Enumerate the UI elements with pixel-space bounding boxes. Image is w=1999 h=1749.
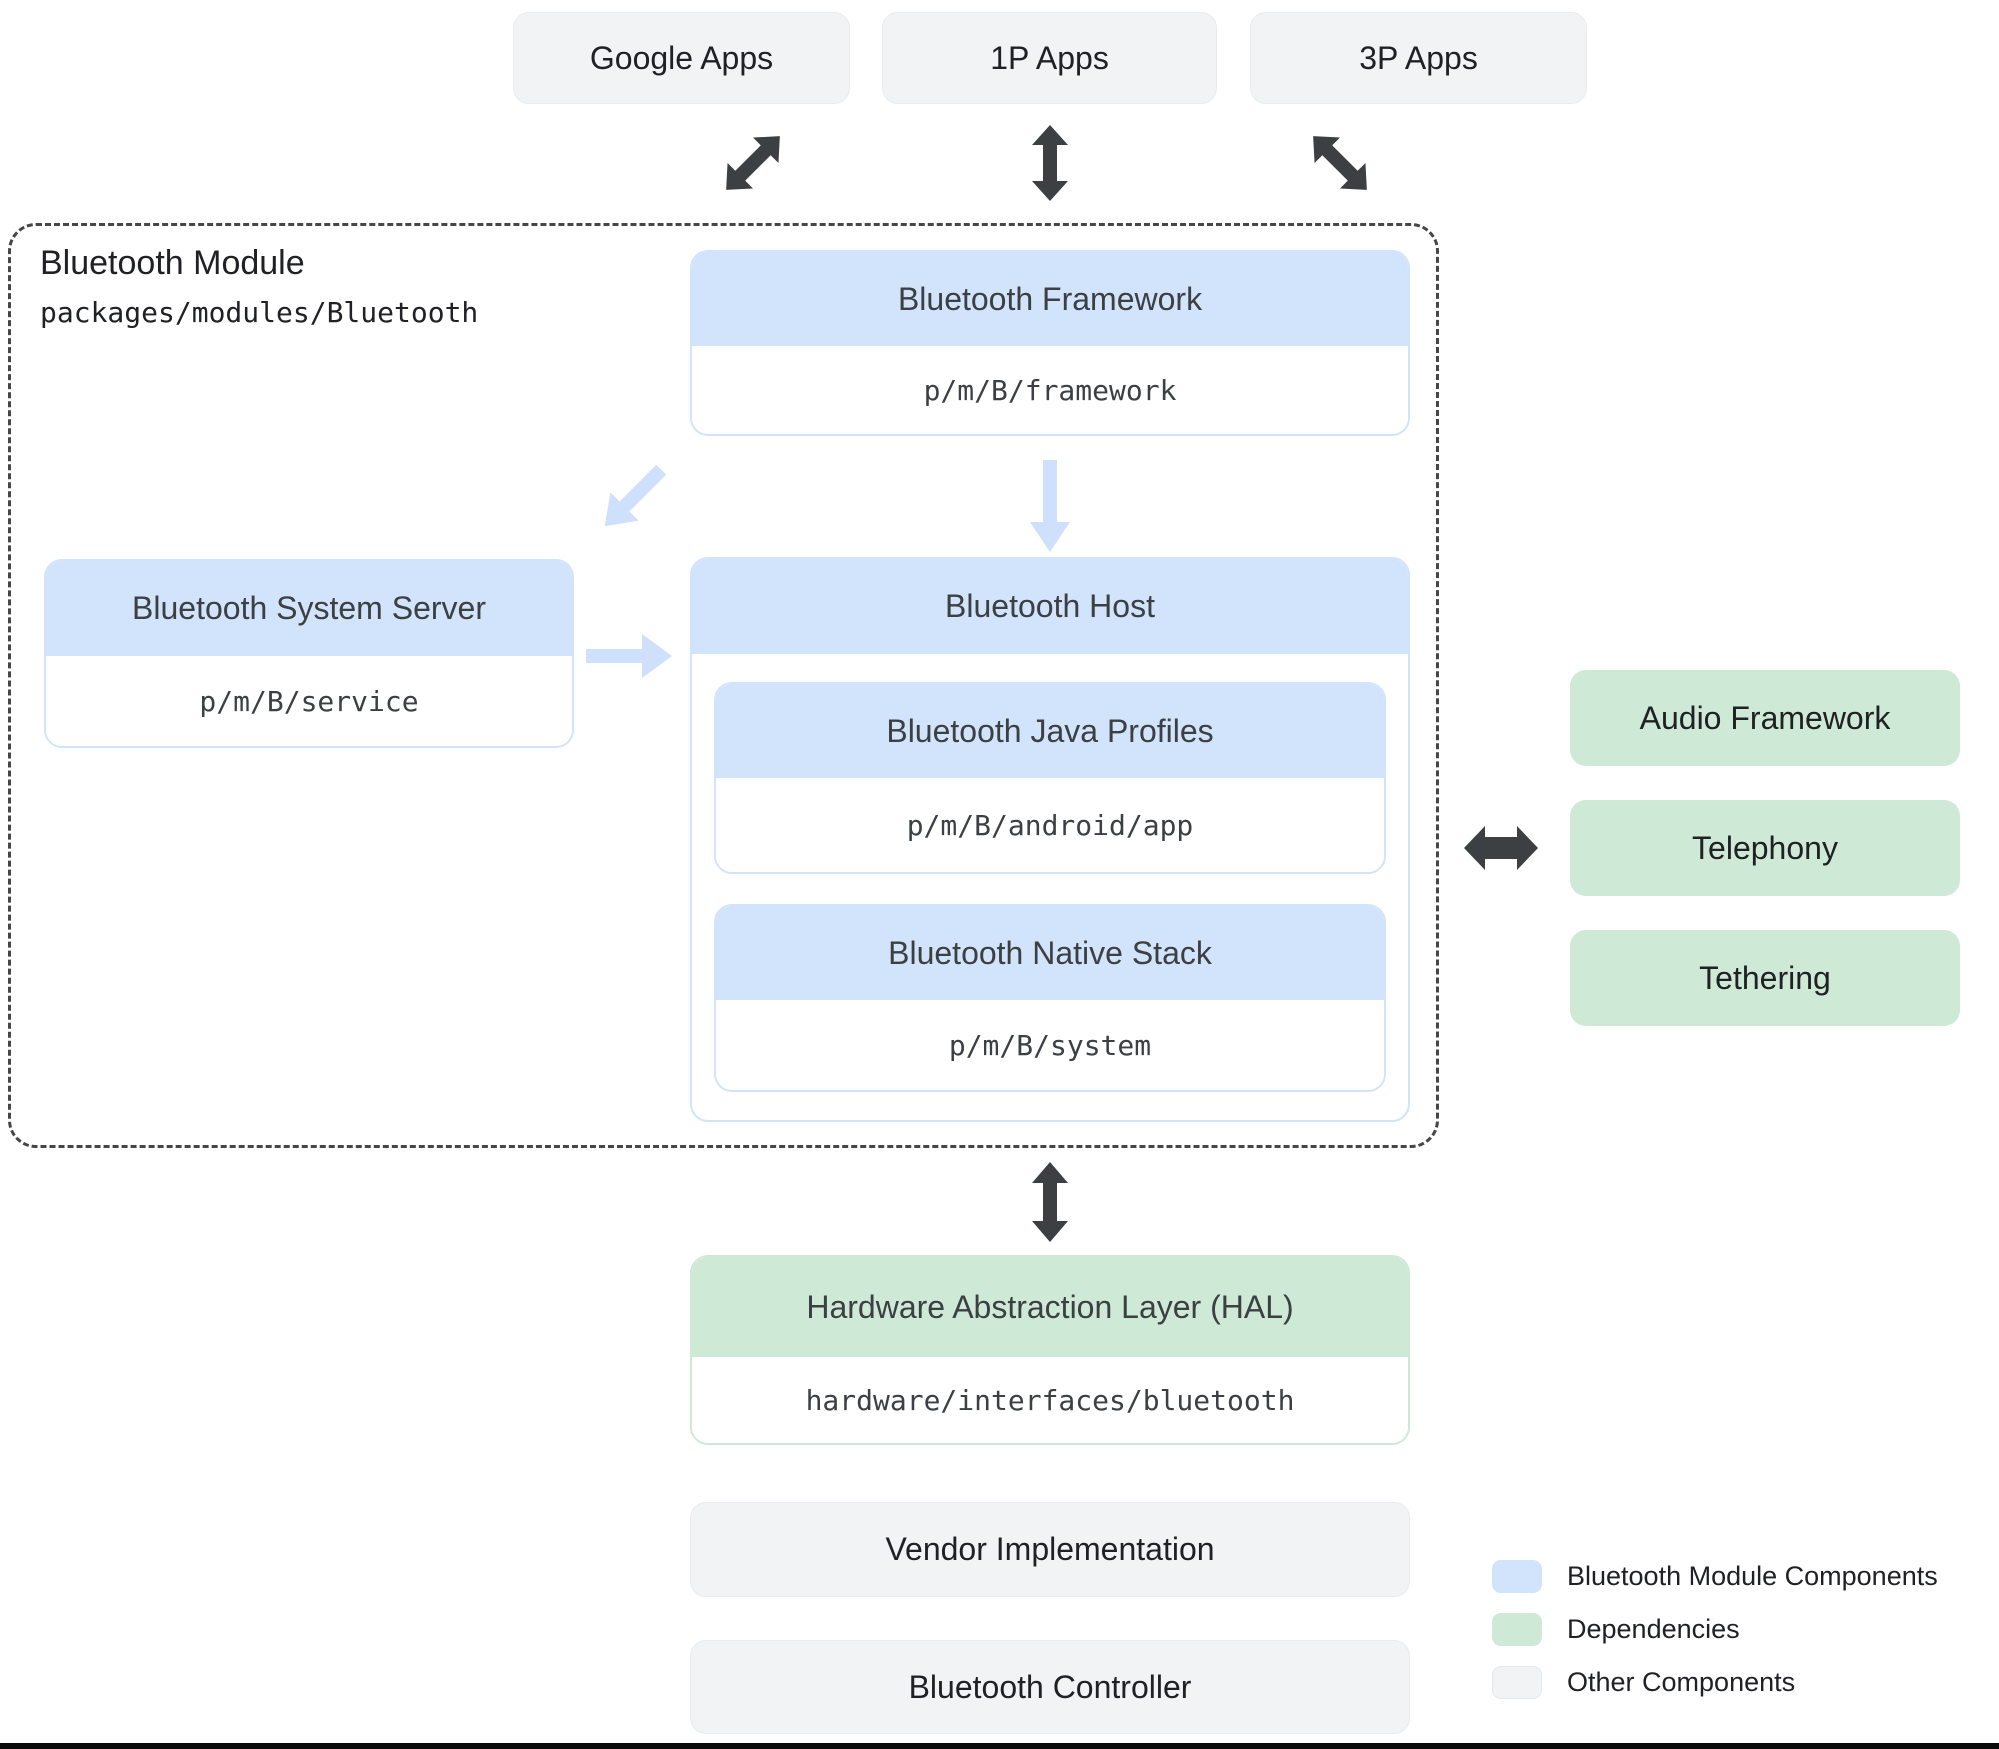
node-bluetooth-java-profiles-title: Bluetooth Java Profiles xyxy=(716,684,1384,778)
node-audio-framework: Audio Framework xyxy=(1570,670,1960,766)
legend-item-other-components: Other Components xyxy=(1492,1666,1795,1699)
legend-swatch-module-components xyxy=(1492,1560,1542,1593)
node-telephony: Telephony xyxy=(1570,800,1960,896)
node-bluetooth-system-server-title: Bluetooth System Server xyxy=(46,561,572,656)
node-bluetooth-native-stack: Bluetooth Native Stack p/m/B/system xyxy=(714,904,1386,1092)
node-tethering-label: Tethering xyxy=(1699,959,1831,996)
legend-label-other-components: Other Components xyxy=(1567,1667,1796,1697)
bottom-edge-bar xyxy=(0,1743,1999,1749)
system-server-to-host-arrow-icon xyxy=(586,634,672,678)
legend-swatch-dependencies xyxy=(1492,1613,1542,1646)
legend-label-dependencies: Dependencies xyxy=(1567,1614,1740,1644)
node-bluetooth-framework-path: p/m/B/framework xyxy=(692,346,1408,434)
node-bluetooth-framework-title: Bluetooth Framework xyxy=(692,252,1408,346)
node-audio-framework-label: Audio Framework xyxy=(1639,699,1891,736)
bluetooth-module-title: Bluetooth Module xyxy=(40,244,305,282)
legend-label-module-components: Bluetooth Module Components xyxy=(1567,1561,1938,1591)
node-1p-apps-label: 1P Apps xyxy=(990,39,1109,76)
3p-apps-module-double-arrow-icon xyxy=(1300,123,1379,202)
node-hal-path: hardware/interfaces/bluetooth xyxy=(692,1357,1408,1443)
node-bluetooth-controller: Bluetooth Controller xyxy=(690,1640,1410,1734)
node-bluetooth-host-title: Bluetooth Host xyxy=(692,559,1408,654)
legend-item-dependencies: Dependencies xyxy=(1492,1613,1740,1646)
1p-apps-module-double-arrow-icon xyxy=(1032,125,1068,201)
node-bluetooth-framework: Bluetooth Framework p/m/B/framework xyxy=(690,250,1410,436)
node-hal: Hardware Abstraction Layer (HAL) hardwar… xyxy=(690,1255,1410,1445)
node-hal-title: Hardware Abstraction Layer (HAL) xyxy=(692,1257,1408,1357)
module-to-dependencies-double-arrow-icon xyxy=(1464,826,1538,870)
node-google-apps-label: Google Apps xyxy=(589,39,774,76)
node-bluetooth-native-stack-title: Bluetooth Native Stack xyxy=(716,906,1384,1000)
bluetooth-module-path: packages/modules/Bluetooth xyxy=(40,296,479,329)
node-1p-apps: 1P Apps xyxy=(882,12,1217,104)
node-bluetooth-system-server-path: p/m/B/service xyxy=(46,656,572,746)
node-bluetooth-native-stack-path: p/m/B/system xyxy=(716,1000,1384,1090)
node-3p-apps: 3P Apps xyxy=(1250,12,1587,104)
node-bluetooth-system-server: Bluetooth System Server p/m/B/service xyxy=(44,559,574,748)
node-bluetooth-java-profiles: Bluetooth Java Profiles p/m/B/android/ap… xyxy=(714,682,1386,874)
module-to-hal-double-arrow-icon xyxy=(1032,1162,1068,1242)
google-apps-module-double-arrow-icon xyxy=(713,123,792,202)
node-vendor-implementation: Vendor Implementation xyxy=(690,1502,1410,1597)
framework-to-system-server-arrow-icon xyxy=(591,456,676,541)
node-bluetooth-java-profiles-path: p/m/B/android/app xyxy=(716,778,1384,872)
legend-swatch-other-components xyxy=(1492,1666,1542,1699)
node-tethering: Tethering xyxy=(1570,930,1960,1026)
node-vendor-implementation-label: Vendor Implementation xyxy=(885,1531,1215,1567)
framework-to-host-arrow-icon xyxy=(1030,460,1070,552)
node-google-apps: Google Apps xyxy=(513,12,850,104)
node-3p-apps-label: 3P Apps xyxy=(1359,39,1478,76)
legend-item-module-components: Bluetooth Module Components xyxy=(1492,1560,1938,1593)
bluetooth-module-group xyxy=(8,223,1439,1148)
node-telephony-label: Telephony xyxy=(1692,829,1838,866)
node-bluetooth-controller-label: Bluetooth Controller xyxy=(908,1668,1192,1705)
